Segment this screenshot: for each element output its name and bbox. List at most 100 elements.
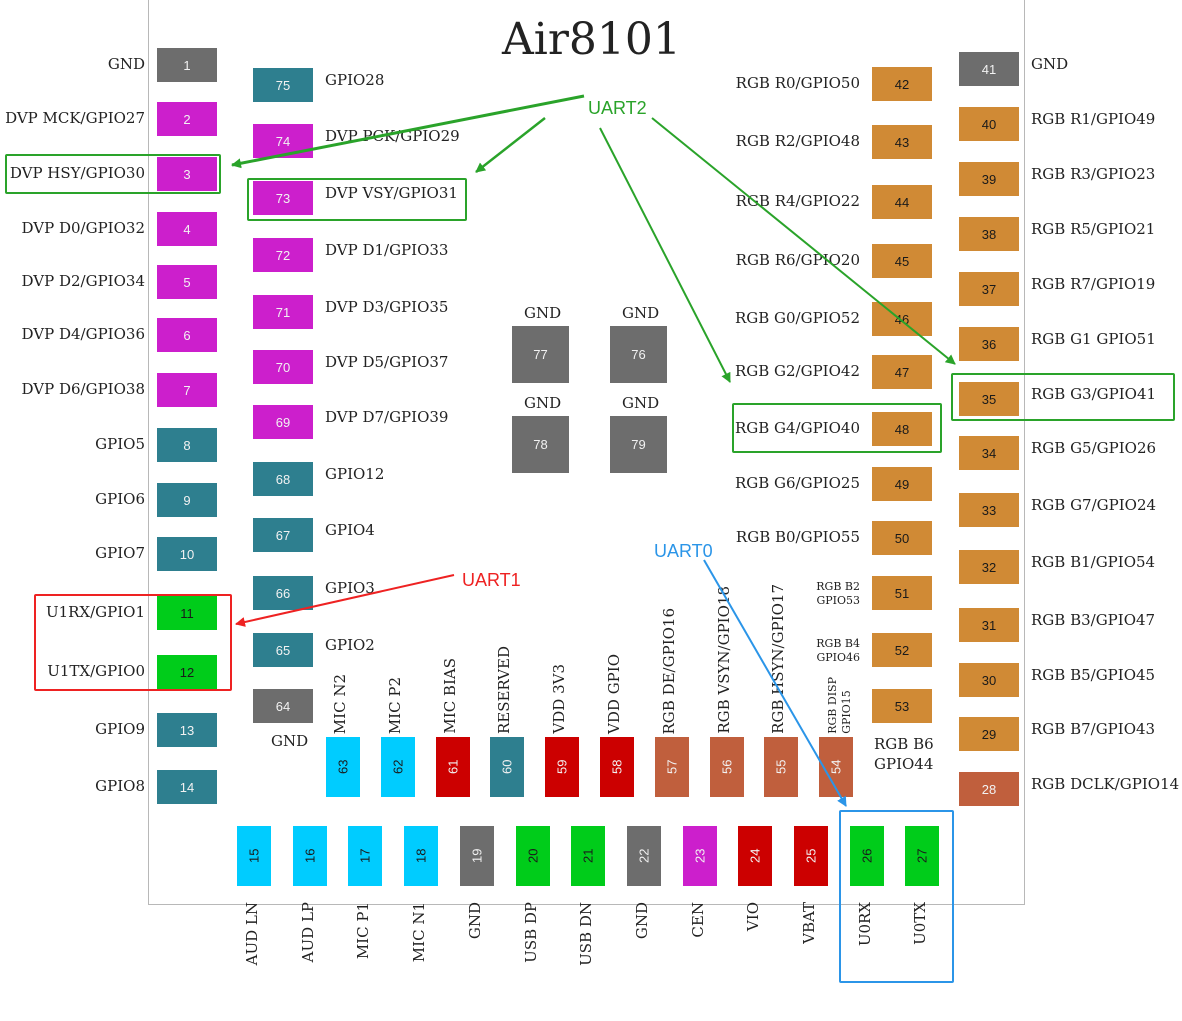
pin-28-pad: 28 [959,772,1019,806]
module-outline [148,0,1025,905]
pin-18-pad: 18 [404,826,439,886]
module-title: Air8101 [502,14,681,65]
uart2-highlight-pin48 [732,403,942,453]
uart0-label: UART0 [654,541,713,561]
pin-23-label: CEN [688,902,707,938]
pin-55-pad: 55 [764,737,799,797]
pin-45-label: RGB R6/GPIO20 [735,251,860,269]
pin-62-label: MIC P2 [385,676,404,734]
pin-32-label: RGB B1/GPIO54 [1031,553,1156,571]
pin-52-label: RGB B4 GPIO46 [816,637,860,664]
pin-13-pad: 13 [157,713,217,747]
pin-65-label: GPIO2 [325,636,375,654]
pin-19-label: GND [465,902,484,940]
pin-12-label: U1TX/GPIO0 [47,662,145,680]
pin-44-label: RGB R4/GPIO22 [735,192,860,210]
pin-64-pad: 64 [253,689,313,723]
pin-38-label: RGB R5/GPIO21 [1031,220,1156,238]
pin-11-pad: 11 [157,596,217,630]
pin-70-pad: 70 [253,350,313,384]
pin-5-pad: 5 [157,265,217,299]
pin-14-label: GPIO8 [95,777,145,795]
pin-41-pad: 41 [959,52,1019,86]
pin-62-pad: 62 [380,737,415,797]
pin-46-label: RGB G0/GPIO52 [734,309,860,327]
pin-38-pad: 38 [959,217,1019,251]
pin-36-pad: 36 [959,327,1019,361]
pin-67-label: GPIO4 [325,521,375,539]
pin-64-label: GND [271,732,309,750]
pin-18-label: MIC N1 [410,902,429,963]
pin-36-label: RGB G1 GPIO51 [1031,330,1156,348]
pin-39-label: RGB R3/GPIO23 [1031,165,1156,183]
pin-34-pad: 34 [959,436,1019,470]
pin-69-pad: 69 [253,405,313,439]
pin-58-label: VDD GPIO [605,654,623,734]
pin-76-label: GND [622,304,660,322]
pin-56-label: RGB VSYN/GPIO18 [714,586,733,734]
pin-28-label: RGB DCLK/GPIO14 [1031,775,1180,793]
pin-39-pad: 39 [959,162,1019,196]
pin-33-pad: 33 [959,493,1019,527]
pin-31-pad: 31 [959,608,1019,642]
pin-50-label: RGB B0/GPIO55 [735,528,860,546]
pin-63-label: MIC N2 [331,673,349,734]
pin-53-pad: 53 [872,689,932,723]
pin-63-pad: 63 [326,737,360,797]
pin-4-pad: 4 [157,212,217,246]
pin-31-label: RGB B3/GPIO47 [1031,611,1156,629]
pin-8-label: GPIO5 [95,435,145,453]
pin-49-pad: 49 [872,467,932,501]
pin-48-pad: 48 [872,412,932,446]
pin-8-pad: 8 [157,428,217,462]
pin-15-label: AUD LN [243,902,261,966]
pin-7-pad: 7 [157,373,217,407]
uart1-highlight-pins11-12 [34,594,232,691]
pin-49-label: RGB G6/GPIO25 [734,474,860,492]
pin-9-label: GPIO6 [95,490,145,508]
pin-76-pad: 76 [610,326,667,383]
pin-58-pad: 58 [600,737,634,797]
pin-2-label: DVP MCK/GPIO27 [5,109,145,127]
pin-74-pad: 74 [253,124,313,158]
pin-51-pad: 51 [872,576,932,610]
pin-71-label: DVP D3/GPIO35 [325,298,449,316]
pin-51-label: RGB B2 GPIO53 [816,580,860,607]
pin-53-label: RGB B6 GPIO44 [874,735,934,773]
pin-22-pad: 22 [626,826,661,886]
pin-25-label: VBAT [800,902,818,944]
pin-10-pad: 10 [157,537,217,571]
pin-30-pad: 30 [959,663,1019,697]
pin-75-pad: 75 [253,68,313,102]
pin-50-pad: 50 [872,521,932,555]
pin-73-label: DVP VSY/GPIO31 [325,184,458,202]
pin-7-label: DVP D6/GPIO38 [21,380,145,398]
pin-19-pad: 19 [459,826,494,886]
uart0-highlight-pins26-27 [839,810,954,983]
pin-57-pad: 57 [654,737,689,797]
pin-32-pad: 32 [959,550,1019,584]
pin-67-pad: 67 [253,518,313,552]
pin-37-label: RGB R7/GPIO19 [1031,275,1156,293]
pin-40-pad: 40 [959,107,1019,141]
pin-21-label: USB DN [577,902,596,966]
pin-78-label: GND [524,394,562,412]
pin-46-pad: 46 [872,302,932,336]
pin-20-pad: 20 [515,826,550,886]
pin-3-label: DVP HSY/GPIO30 [9,164,145,182]
pin-59-pad: 59 [545,737,580,797]
uart2-label: UART2 [588,98,647,118]
pin-33-label: RGB G7/GPIO24 [1031,496,1157,514]
pin-29-pad: 29 [959,717,1019,751]
pin-30-label: RGB B5/GPIO45 [1031,666,1156,684]
pin-69-label: DVP D7/GPIO39 [325,408,449,426]
pin-66-pad: 66 [253,576,313,610]
pin-61-pad: 61 [435,737,470,797]
pin-47-pad: 47 [872,355,932,389]
pin-17-pad: 17 [348,826,383,886]
uart2-highlight-pin35 [951,373,1175,421]
pin-79-label: GND [622,394,660,412]
pin-25-pad: 25 [794,826,828,886]
pin-2-pad: 2 [157,102,217,136]
pin-60-pad: 60 [490,737,525,797]
